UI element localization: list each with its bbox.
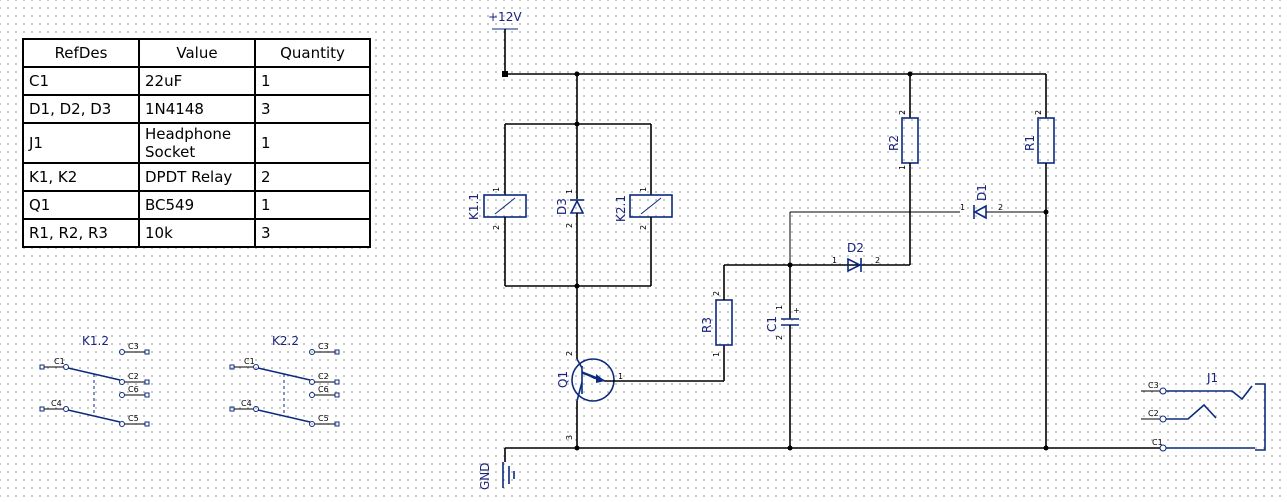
table-row: K1, K2 DPDT Relay 2 (22, 162, 371, 192)
bom-value: Headphone Socket (138, 122, 256, 164)
svg-text:2: 2 (998, 203, 1003, 212)
svg-text:C2: C2 (1148, 409, 1159, 418)
diode-d3: 1 2 D3 (555, 124, 585, 286)
svg-text:1: 1 (775, 305, 784, 310)
table-row: Q1 BC549 1 (22, 190, 371, 220)
d3-label: D3 (555, 198, 569, 215)
table-row: R1, R2, R3 10k 3 (22, 218, 371, 248)
bom-qty: 1 (254, 122, 371, 164)
bom-header-refdes: RefDes (22, 38, 140, 68)
gnd-label: GND (478, 462, 492, 490)
svg-text:C2: C2 (128, 372, 139, 381)
k11-label: K1.1 (467, 193, 481, 220)
k12-label: K1.2 (82, 334, 109, 348)
svg-text:1: 1 (565, 189, 574, 194)
svg-text:C3: C3 (128, 342, 139, 351)
relay-k2-coil: 1 2 K2.1 (614, 124, 673, 286)
bom-value: 1N4148 (138, 94, 256, 124)
r3-label: R3 (700, 317, 714, 333)
table-row: C1 22uF 1 (22, 66, 371, 96)
bom-qty: 2 (254, 162, 371, 192)
svg-text:1: 1 (492, 187, 501, 192)
svg-text:C3: C3 (1148, 381, 1159, 390)
transistor-q1: 2 1 3 Q1 (556, 286, 724, 448)
table-row: D1, D2, D3 1N4148 3 (22, 94, 371, 124)
relay-diode-block: 1 2 K1.1 1 2 D3 1 2 K2.1 (467, 74, 673, 289)
bom-qty: 3 (254, 94, 371, 124)
j1-label: J1 (1206, 371, 1218, 385)
bom-qty: 1 (254, 66, 371, 96)
vcc-label: +12V (488, 10, 522, 24)
bom-refdes: C1 (22, 66, 140, 96)
svg-text:1: 1 (960, 203, 965, 212)
bom-qty: 3 (254, 218, 371, 248)
bom-table: RefDes Value Quantity C1 22uF 1 D1, D2, … (22, 38, 371, 248)
svg-text:1: 1 (712, 352, 721, 357)
d1-label: D1 (975, 184, 989, 201)
q1-label: Q1 (556, 371, 570, 388)
bom-refdes: D1, D2, D3 (22, 94, 140, 124)
d2-label: D2 (847, 241, 864, 255)
relay-k1-contacts: K1.2 C3 C1 C2 C6 C4 C5 (39, 334, 150, 427)
bom-refdes: R1, R2, R3 (22, 218, 140, 248)
resistor-r1: 2 R1 (1023, 74, 1055, 448)
svg-text:C5: C5 (128, 414, 139, 423)
bom-refdes: J1 (22, 122, 140, 164)
ground-rail: GND (478, 445, 1160, 490)
svg-text:1: 1 (898, 165, 907, 170)
relay-k2-contacts: K2.2 C3 C1 C2 C6 C4 C5 (229, 334, 340, 427)
bom-value: 10k (138, 218, 256, 248)
bom-header-quantity: Quantity (254, 38, 371, 68)
bom-refdes: Q1 (22, 190, 140, 220)
capacitor-c1: 1 + 2 C1 (765, 211, 960, 448)
svg-text:C2: C2 (318, 372, 329, 381)
svg-text:2: 2 (875, 256, 880, 265)
resistor-r3: 2 1 R3 (700, 264, 910, 381)
svg-text:1: 1 (639, 187, 648, 192)
relay-k1-coil: 1 2 K1.1 (467, 124, 527, 286)
bom-header-row: RefDes Value Quantity (22, 38, 371, 68)
svg-text:2: 2 (775, 335, 784, 340)
svg-text:C6: C6 (128, 385, 139, 394)
k22-label: K2.2 (272, 334, 299, 348)
svg-text:C1: C1 (1152, 438, 1163, 447)
resistor-r2: 2 1 R2 (887, 74, 919, 265)
svg-text:1: 1 (618, 372, 623, 381)
svg-text:C5: C5 (318, 414, 329, 423)
diode-d1: 1 2 D1 (960, 184, 1046, 220)
vcc-symbol: +12V (488, 10, 522, 74)
r2-label: R2 (887, 135, 901, 151)
svg-text:C1: C1 (244, 357, 255, 366)
svg-text:C6: C6 (318, 385, 329, 394)
bom-qty: 1 (254, 190, 371, 220)
svg-text:+: + (793, 306, 800, 315)
svg-text:2: 2 (565, 223, 574, 228)
bom-value: 22uF (138, 66, 256, 96)
svg-text:3: 3 (565, 435, 574, 440)
svg-text:2: 2 (565, 351, 574, 356)
table-row: J1 Headphone Socket 1 (22, 122, 371, 164)
headphone-socket-j1: J1 C3 C2 C1 (1141, 371, 1266, 452)
svg-text:C4: C4 (51, 399, 62, 408)
svg-text:1: 1 (832, 256, 837, 265)
bom-header-value: Value (138, 38, 256, 68)
svg-text:C1: C1 (54, 357, 65, 366)
svg-text:2: 2 (712, 291, 721, 296)
svg-text:C4: C4 (241, 399, 252, 408)
r1-label: R1 (1023, 135, 1037, 151)
svg-text:2: 2 (898, 110, 907, 115)
bom-value: BC549 (138, 190, 256, 220)
top-rail (502, 71, 1046, 77)
svg-text:2: 2 (492, 225, 501, 230)
svg-text:2: 2 (1034, 110, 1043, 115)
svg-text:2: 2 (639, 225, 648, 230)
bom-refdes: K1, K2 (22, 162, 140, 192)
c1-label: C1 (765, 316, 779, 332)
k21-label: K2.1 (614, 195, 628, 222)
bom-value: DPDT Relay (138, 162, 256, 192)
svg-text:C3: C3 (318, 342, 329, 351)
diode-d2: 1 2 D2 (832, 241, 880, 273)
